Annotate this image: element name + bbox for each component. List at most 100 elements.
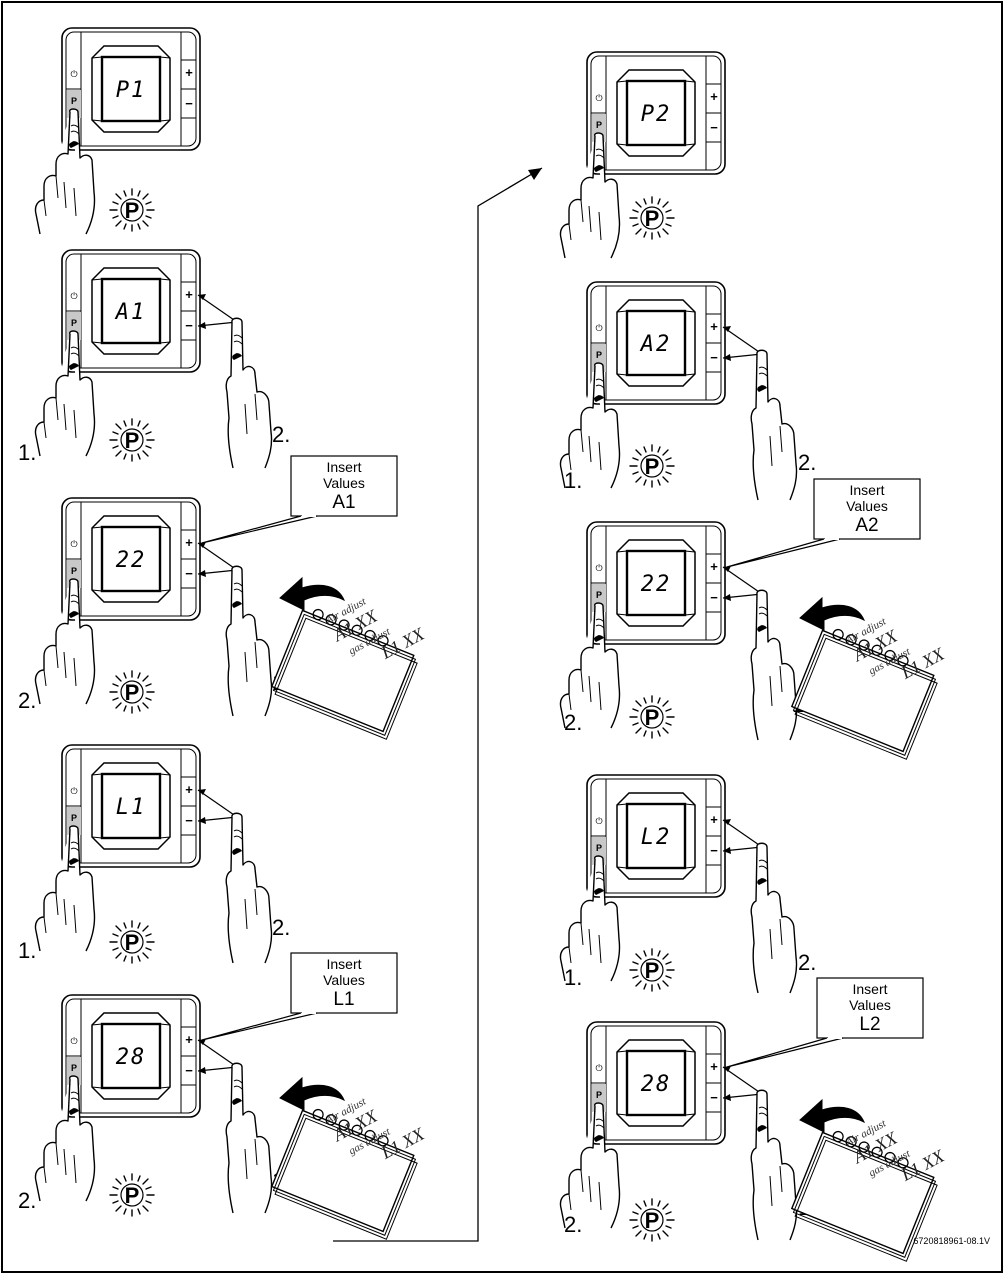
plus-button[interactable]: + xyxy=(185,1032,193,1047)
step-label: 2. xyxy=(272,915,290,940)
flashing-p-icon: P xyxy=(629,1198,675,1242)
plus-button[interactable]: + xyxy=(185,535,193,550)
flashing-p-icon: P xyxy=(109,1173,155,1217)
program-button-label: P xyxy=(596,843,602,853)
svg-text:Insert: Insert xyxy=(326,459,361,475)
minus-button[interactable]: − xyxy=(710,843,718,858)
display-screen xyxy=(100,1022,162,1090)
step-panel-1: P ⏻ + − P1P xyxy=(34,27,201,235)
svg-text:A2: A2 xyxy=(855,515,878,536)
power-icon[interactable]: ⏻ xyxy=(70,1036,77,1047)
power-icon[interactable]: ⏻ xyxy=(70,69,77,80)
display-value: A2 xyxy=(639,332,672,357)
svg-text:Values: Values xyxy=(323,475,365,491)
plus-button[interactable]: + xyxy=(710,812,718,827)
svg-text:P: P xyxy=(125,198,140,223)
plus-button[interactable]: + xyxy=(185,782,193,797)
power-icon[interactable]: ⏻ xyxy=(70,539,77,550)
right-hand-icon xyxy=(225,1062,273,1214)
plus-button[interactable]: + xyxy=(185,65,193,80)
flashing-p-icon: P xyxy=(629,695,675,739)
power-icon[interactable]: ⏻ xyxy=(595,563,602,574)
step-label: 2. xyxy=(18,1188,36,1213)
right-hand-icon xyxy=(225,565,273,717)
display-screen xyxy=(625,79,687,147)
svg-text:Insert: Insert xyxy=(326,956,361,972)
minus-button[interactable]: − xyxy=(185,96,193,111)
right-hand-icon xyxy=(225,317,273,469)
plus-button[interactable]: + xyxy=(710,559,718,574)
display-screen xyxy=(100,772,162,840)
power-icon[interactable]: ⏻ xyxy=(595,323,602,334)
svg-text:P: P xyxy=(645,705,660,730)
step-label: 2. xyxy=(798,950,816,975)
display-value: P1 xyxy=(116,78,147,103)
minus-button[interactable]: − xyxy=(185,1063,193,1078)
display-screen xyxy=(100,277,162,345)
svg-text:P: P xyxy=(125,1183,140,1208)
svg-text:Values: Values xyxy=(323,972,365,988)
display-value: 22 xyxy=(116,548,147,573)
step-panel-6: P⏻+−P2P xyxy=(559,51,726,259)
display-value: 28 xyxy=(641,1072,672,1097)
display-screen xyxy=(625,309,687,377)
display-screen xyxy=(625,549,687,617)
plus-button[interactable]: + xyxy=(710,1059,718,1074)
power-icon[interactable]: ⏻ xyxy=(70,291,77,302)
step-label: 1. xyxy=(564,468,582,493)
plus-button[interactable]: + xyxy=(710,319,718,334)
program-button-label: P xyxy=(596,1090,602,1100)
minus-button[interactable]: − xyxy=(710,1090,718,1105)
minus-button[interactable]: − xyxy=(710,120,718,135)
display-screen xyxy=(625,802,687,870)
connector-arrowhead xyxy=(528,168,542,180)
flashing-p-icon: P xyxy=(109,920,155,964)
program-button-label: P xyxy=(596,350,602,360)
plus-button[interactable]: + xyxy=(185,287,193,302)
flashing-p-icon: P xyxy=(629,444,675,488)
plus-button[interactable]: + xyxy=(710,89,718,104)
svg-text:P: P xyxy=(645,958,660,983)
display-value: A1 xyxy=(114,300,147,325)
step-label: 1. xyxy=(18,938,36,963)
step-label: 2. xyxy=(564,1212,582,1237)
program-button-label: P xyxy=(71,1063,77,1073)
right-hand-icon xyxy=(750,349,798,501)
svg-text:Insert: Insert xyxy=(849,482,884,498)
program-button-label: P xyxy=(71,566,77,576)
minus-button[interactable]: − xyxy=(185,813,193,828)
right-hand-icon xyxy=(750,842,798,994)
svg-text:Values: Values xyxy=(849,997,891,1013)
right-hand-icon xyxy=(750,1089,798,1241)
power-icon[interactable]: ⏻ xyxy=(595,1063,602,1074)
display-value: 22 xyxy=(641,572,672,597)
flashing-p-icon: P xyxy=(109,418,155,462)
svg-text:P: P xyxy=(125,930,140,955)
minus-button[interactable]: − xyxy=(710,590,718,605)
svg-text:P: P xyxy=(645,454,660,479)
minus-button[interactable]: − xyxy=(185,318,193,333)
minus-button[interactable]: − xyxy=(710,350,718,365)
power-icon[interactable]: ⏻ xyxy=(595,816,602,827)
display-value: L1 xyxy=(116,795,147,820)
power-icon[interactable]: ⏻ xyxy=(595,93,602,104)
minus-button[interactable]: − xyxy=(185,566,193,581)
program-button-label: P xyxy=(71,96,77,106)
power-icon[interactable]: ⏻ xyxy=(70,786,77,797)
figure-id: 6720818961-08.1V xyxy=(913,1236,990,1246)
flashing-p-icon: P xyxy=(109,670,155,714)
